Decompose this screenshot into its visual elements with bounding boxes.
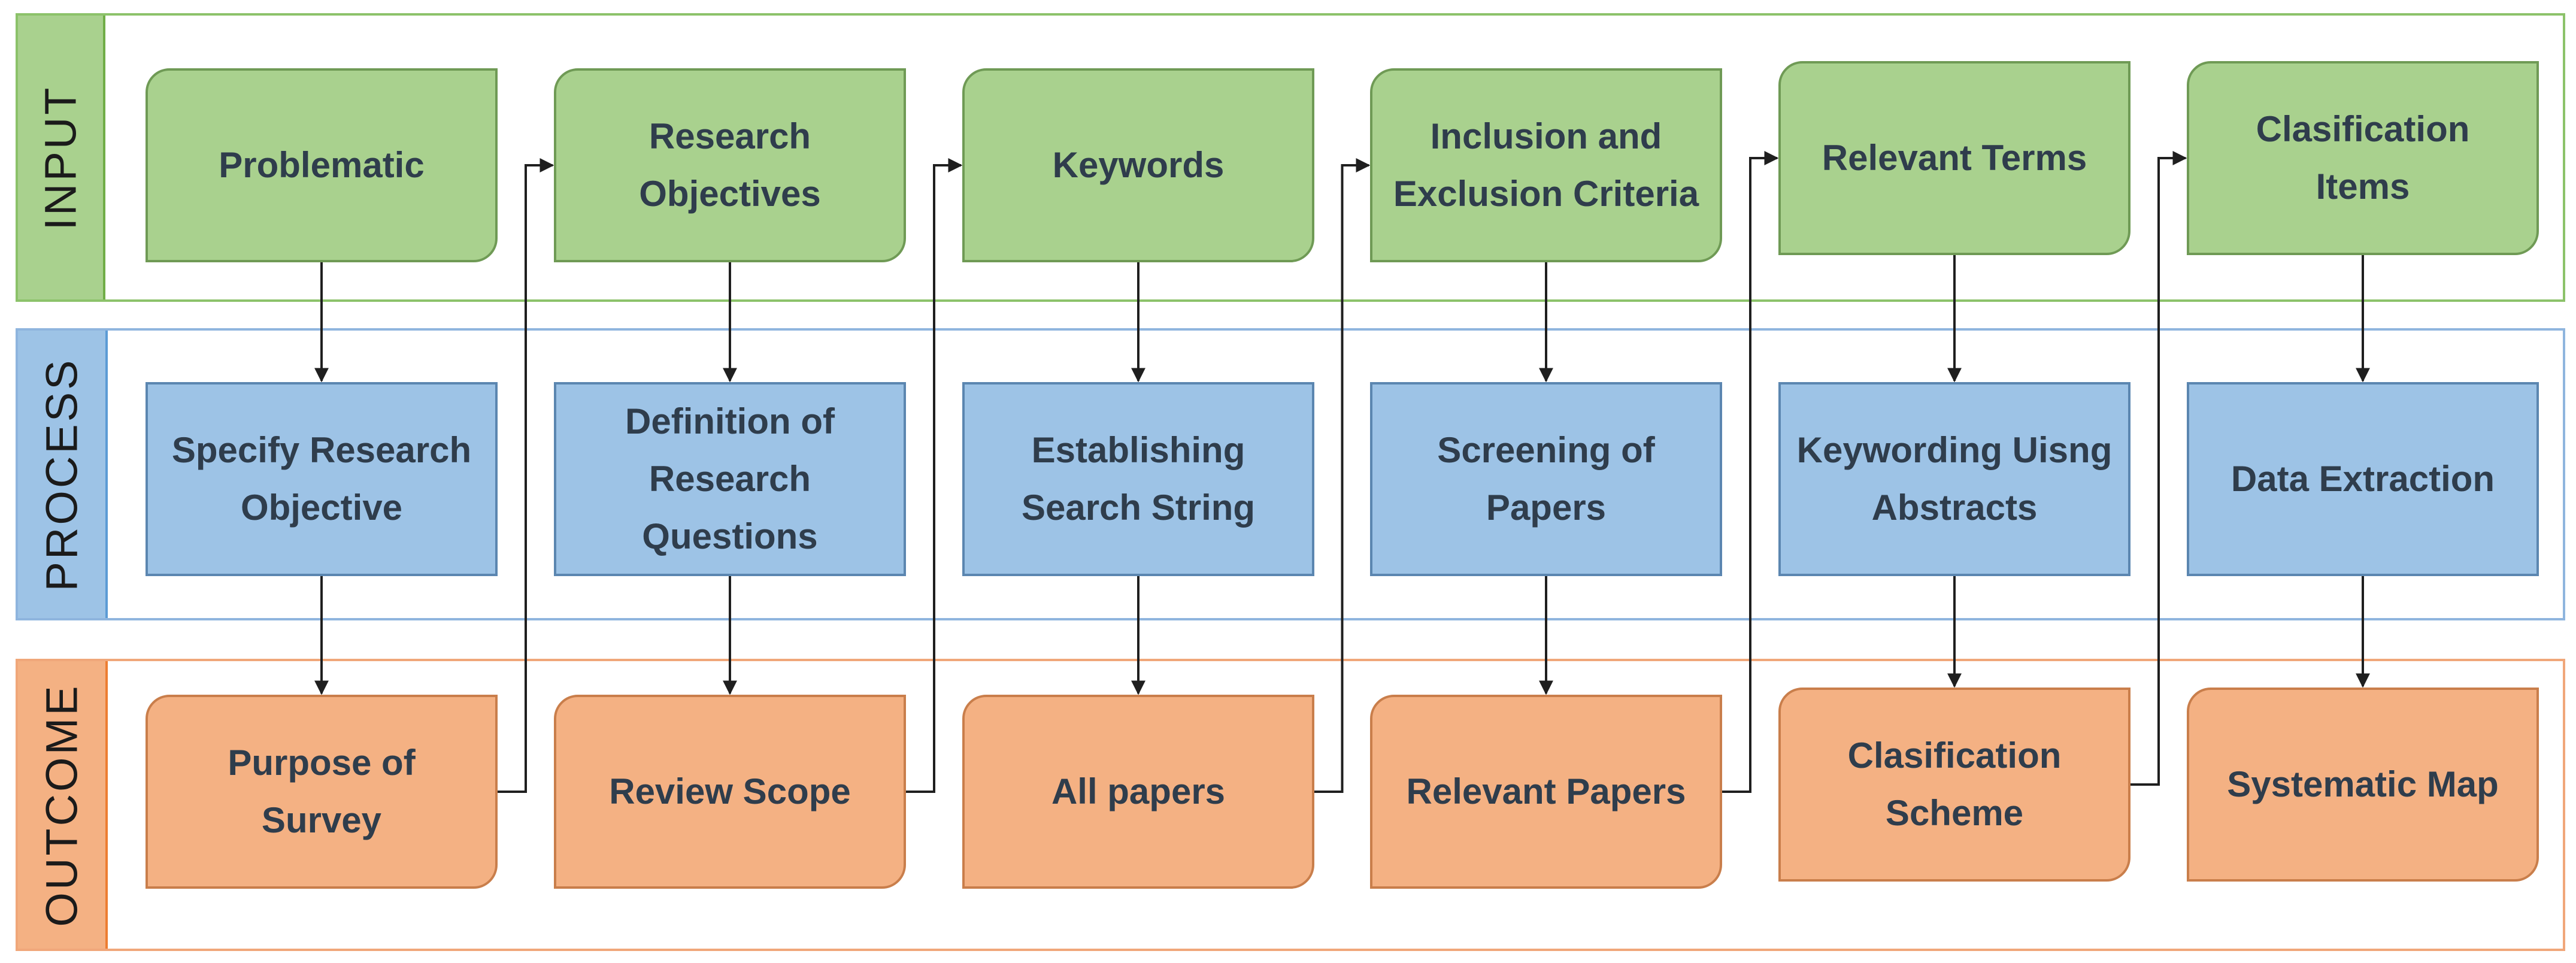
outcome-box-systematic-map: Systematic Map xyxy=(2187,688,2539,882)
process-box-screening-of-papers: Screening of Papers xyxy=(1370,382,1722,576)
arrow-outcome-to-next-input-2 xyxy=(906,158,963,793)
input-lane: INPUT xyxy=(16,13,2565,302)
process-box-definition-of-research-questions: Definition of Research Questions xyxy=(554,382,906,576)
outcome-box-clasification-scheme: Clasification Scheme xyxy=(1778,688,2130,882)
process-box-keywording-using-abstracts: Keywording Uisng Abstracts xyxy=(1778,382,2130,576)
outcome-box-relevant-papers: Relevant Papers xyxy=(1370,695,1722,889)
process-lane: PROCESS xyxy=(16,328,2565,620)
outcome-lane-label: OUTCOME xyxy=(18,661,108,949)
input-box-problematic: Problematic xyxy=(146,68,498,262)
outcome-box-review-scope: Review Scope xyxy=(554,695,906,889)
process-box-data-extraction: Data Extraction xyxy=(2187,382,2539,576)
outcome-box-purpose-of-survey: Purpose of Survey xyxy=(146,695,498,889)
outcome-box-all-papers: All papers xyxy=(962,695,1314,889)
arrow-outcome-to-next-input-4 xyxy=(1722,151,1779,793)
process-box-establishing-search-string: Establishing Search String xyxy=(962,382,1314,576)
process-box-specify-research-objective: Specify Research Objective xyxy=(146,382,498,576)
input-box-relevant-terms: Relevant Terms xyxy=(1778,61,2130,255)
process-lane-label: PROCESS xyxy=(18,331,108,618)
arrow-outcome-to-next-input-5 xyxy=(2130,151,2187,786)
input-box-research-objectives: Research Objectives xyxy=(554,68,906,262)
arrow-outcome-to-next-input-1 xyxy=(498,158,554,793)
input-box-keywords: Keywords xyxy=(962,68,1314,262)
input-lane-label: INPUT xyxy=(18,16,105,299)
input-box-inclusion-exclusion-criteria: Inclusion and Exclusion Criteria xyxy=(1370,68,1722,262)
outcome-lane: OUTCOME xyxy=(16,659,2565,951)
arrow-outcome-to-next-input-3 xyxy=(1314,158,1371,793)
input-box-clasification-items: Clasification Items xyxy=(2187,61,2539,255)
